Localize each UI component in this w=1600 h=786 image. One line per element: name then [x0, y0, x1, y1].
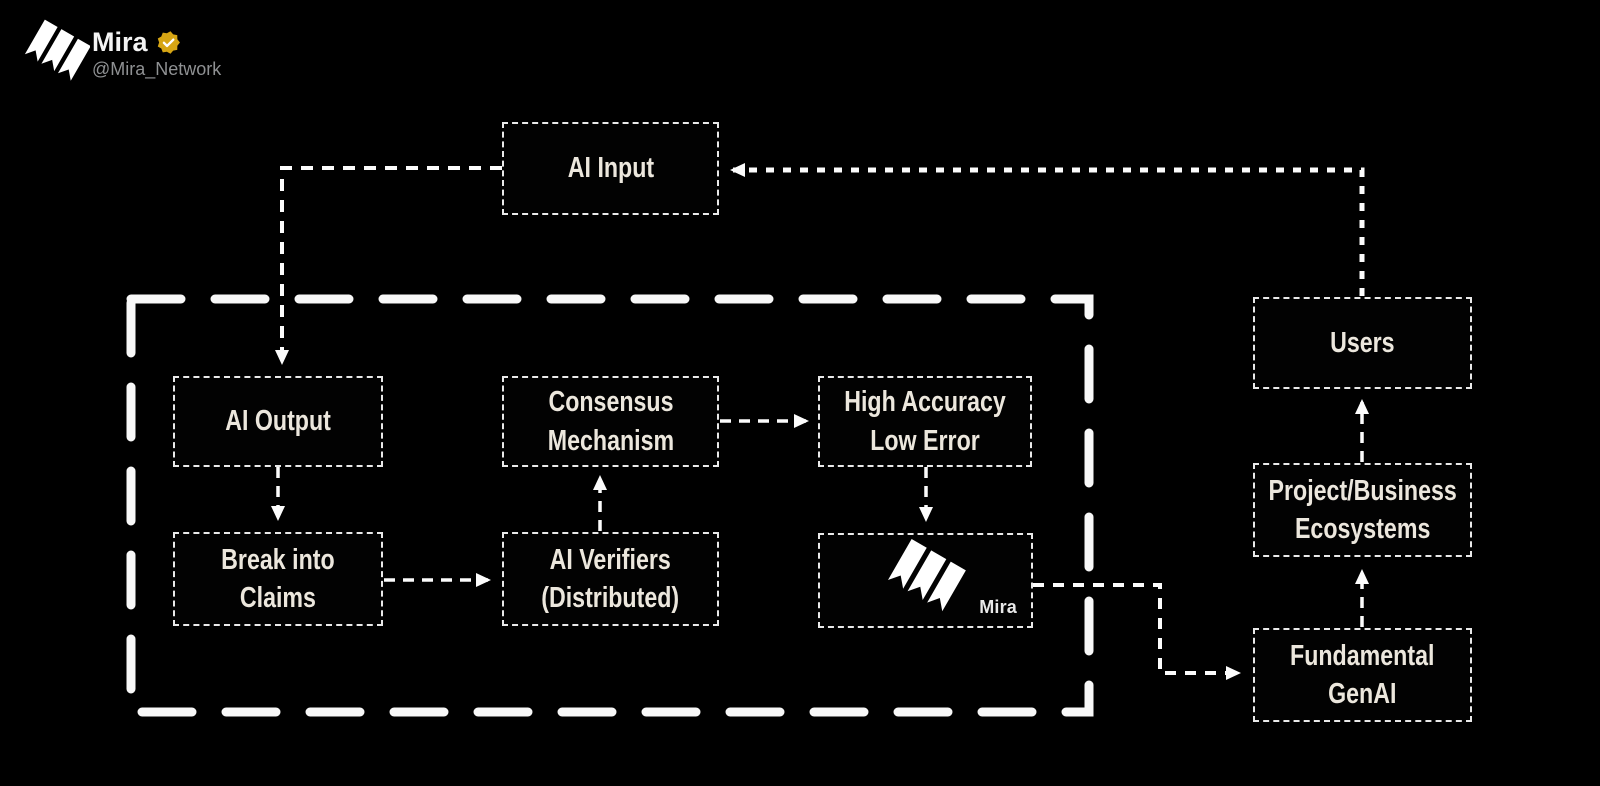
node-label: AI Input [567, 152, 654, 185]
mira-wordmark: Mira [979, 597, 1017, 617]
account-name[interactable]: Mira [92, 27, 181, 58]
mira-logo-icon [878, 537, 974, 618]
node-label: High Accuracy [844, 386, 1006, 419]
node-label: Fundamental [1290, 639, 1435, 672]
edge-users-aiinput [730, 163, 1365, 296]
node-label: AI Output [225, 405, 331, 438]
node-fundamental-genai: Fundamental GenAI [1253, 628, 1472, 722]
account-handle[interactable]: @Mira_Network [92, 59, 222, 79]
node-ai-verifiers: AI Verifiers (Distributed) [502, 532, 719, 626]
node-mira: Mira [818, 533, 1033, 628]
node-label: GenAI [1328, 678, 1397, 710]
account-name-text: Mira [92, 27, 148, 57]
node-ai-output: AI Output [173, 376, 383, 467]
node-project-business-ecosystems: Project/Business Ecosystems [1253, 463, 1472, 557]
node-label: Mechanism [547, 424, 674, 457]
verification-container-border [126, 294, 1094, 717]
node-label: Ecosystems [1294, 513, 1431, 545]
node-ai-input: AI Input [502, 122, 719, 215]
edge-aiinput-aioutput [275, 166, 502, 365]
edge-mira-fundamental [1033, 583, 1241, 680]
node-label: AI Verifiers [549, 543, 672, 576]
node-label: Low Error [870, 424, 980, 457]
mira-logo-icon [24, 16, 91, 89]
node-high-accuracy: High Accuracy Low Error [818, 376, 1032, 467]
node-label: Claims [239, 582, 317, 614]
node-label: Users [1330, 326, 1395, 359]
node-label: (Distributed) [541, 582, 680, 614]
node-label: Break into [221, 543, 335, 576]
node-label: Project/Business [1268, 474, 1457, 507]
verified-badge-icon [156, 30, 181, 55]
node-consensus-mechanism: Consensus Mechanism [502, 376, 719, 467]
node-users: Users [1253, 297, 1472, 389]
node-break-into-claims: Break into Claims [173, 532, 383, 626]
node-label: Consensus [547, 386, 674, 419]
